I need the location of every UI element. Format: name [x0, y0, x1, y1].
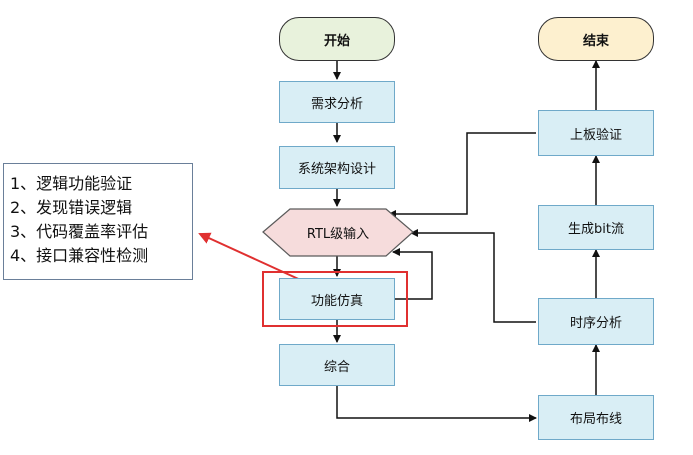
- simulation-notes-box: 1、逻辑功能验证 2、发现错误逻辑 3、代码覆盖率评估 4、接口兼容性检测: [3, 163, 193, 280]
- note-item: 3、代码覆盖率评估: [10, 222, 149, 241]
- timing-analysis-box: 时序分析: [538, 298, 654, 345]
- note-item: 2、发现错误逻辑: [10, 198, 133, 217]
- function-simulation-box: 功能仿真: [279, 278, 395, 320]
- requirements-analysis-box: 需求分析: [279, 81, 395, 123]
- board-verification-box: 上板验证: [538, 110, 654, 156]
- bitstream-generation-box: 生成bit流: [538, 205, 654, 250]
- start-terminal: 开始: [279, 17, 395, 61]
- note-item: 1、逻辑功能验证: [10, 174, 133, 193]
- architecture-design-box: 系统架构设计: [279, 146, 395, 189]
- rtl-hexagon-shape: [262, 208, 414, 257]
- synthesis-box: 综合: [279, 344, 395, 386]
- rtl-input-node: RTL级输入: [306, 227, 370, 242]
- note-item: 4、接口兼容性检测: [10, 246, 149, 265]
- arrow-sim-feedback-to-rtl: [392, 248, 433, 300]
- place-and-route-box: 布局布线: [538, 395, 654, 440]
- sim-highlight-frame: [262, 271, 408, 327]
- arrow-board-feedback-to-rtl: [388, 132, 536, 218]
- arrow-timing-feedback-to-rtl: [410, 229, 536, 323]
- arrow-synth-to-pnr: [336, 386, 537, 422]
- end-terminal: 结束: [538, 17, 654, 61]
